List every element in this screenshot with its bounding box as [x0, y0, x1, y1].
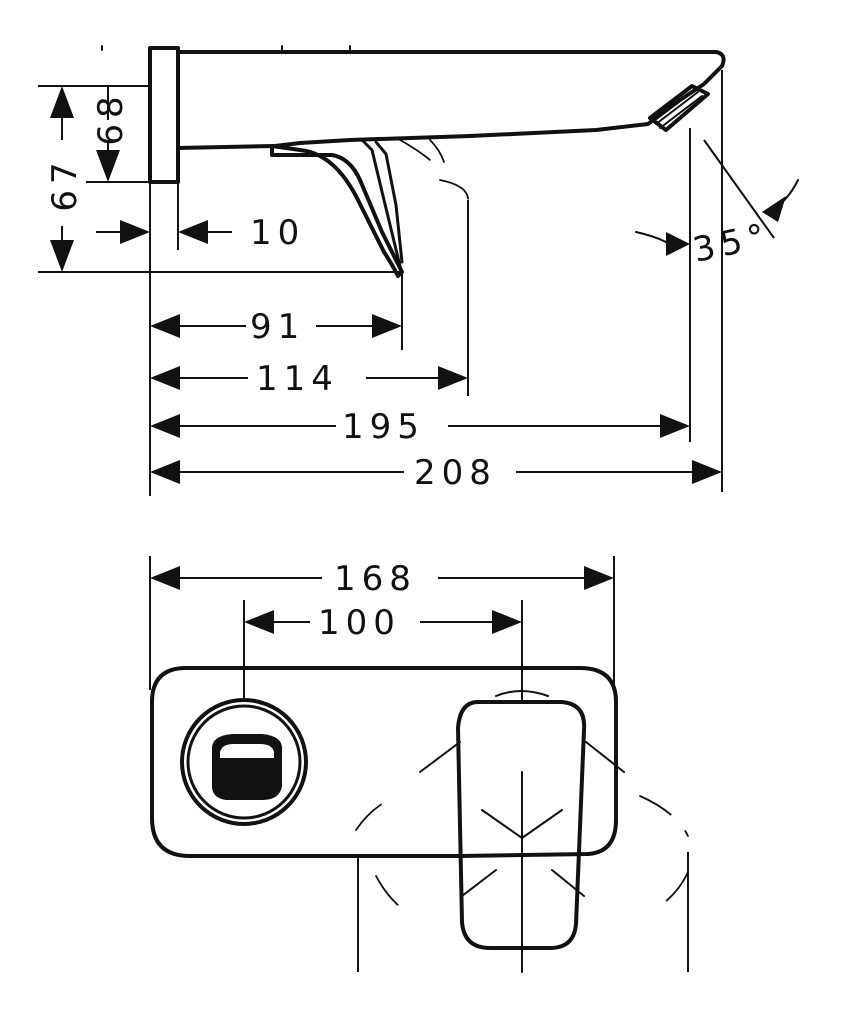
- lever-handle: [456, 700, 587, 950]
- dim-195: 195: [342, 407, 425, 447]
- aerator: [648, 84, 710, 132]
- dim-168: 168: [334, 559, 417, 599]
- wall-plate: [148, 46, 180, 184]
- aerator-top: [212, 734, 282, 800]
- dim-68: 68: [91, 90, 131, 145]
- side-lever: [270, 144, 404, 278]
- arrow-67-top: [50, 86, 74, 118]
- dim-angle-35: 35°: [690, 215, 775, 270]
- dim-91: 91: [250, 307, 305, 347]
- top-view: 168 100: [149, 556, 689, 973]
- dim-10: 10: [250, 213, 305, 253]
- round-cover: [180, 698, 308, 826]
- dim-100: 100: [318, 603, 401, 643]
- dim-67: 67: [45, 156, 85, 211]
- side-view: 68 67 10 91 114 195 208 35°: [38, 45, 799, 496]
- spout-body: [176, 50, 726, 150]
- dim-114: 114: [256, 359, 339, 399]
- arrow-67-bottom: [50, 240, 74, 272]
- dim-208: 208: [414, 453, 497, 493]
